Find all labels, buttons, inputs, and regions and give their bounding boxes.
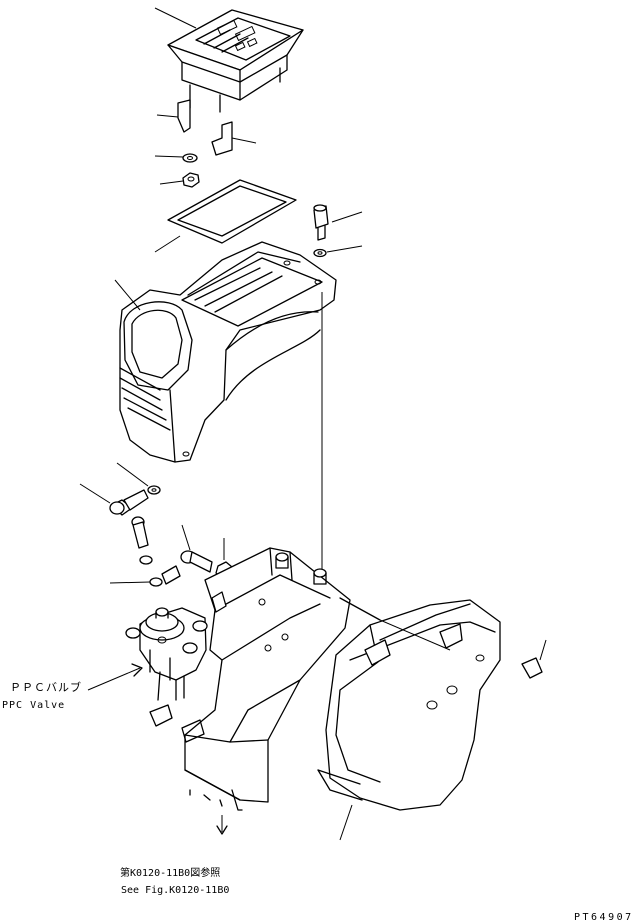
reference-note: 第K0120-11B0図参照 See Fig.K0120-11B0: [120, 866, 229, 896]
washer-mid-left: [116, 462, 161, 495]
clip-lower-left: [109, 565, 181, 587]
washer-top: [154, 153, 198, 163]
bolt-lower-left: [131, 516, 153, 565]
ppc-valve: [87, 607, 208, 701]
bolt-upper-right: [313, 204, 363, 241]
drawing-number: PT64907: [574, 912, 634, 923]
console-cover: [114, 241, 337, 463]
mounting-bracket: [149, 547, 351, 835]
ppc-valve-label-en: PPC Valve: [2, 700, 65, 711]
reference-note-jp: 第K0120-11B0図参照: [120, 866, 220, 879]
clip-right: [521, 639, 547, 679]
bolt-lower-center: [180, 524, 213, 573]
washer-upper-right: [313, 245, 363, 258]
side-cover: [317, 597, 501, 841]
ppc-valve-label-jp: ＰＰＣバルブ: [10, 680, 82, 694]
monitor-panel: [154, 7, 304, 113]
bolt-mid-left: [79, 483, 149, 516]
bracket-left: [156, 99, 191, 133]
bracket-right: [211, 121, 257, 156]
reference-note-en: See Fig.K0120-11B0: [121, 885, 229, 896]
nut-top: [159, 172, 200, 188]
gasket-frame: [154, 179, 297, 253]
ppc-valve-label: ＰＰＣバルブ PPC Valve: [2, 680, 82, 711]
